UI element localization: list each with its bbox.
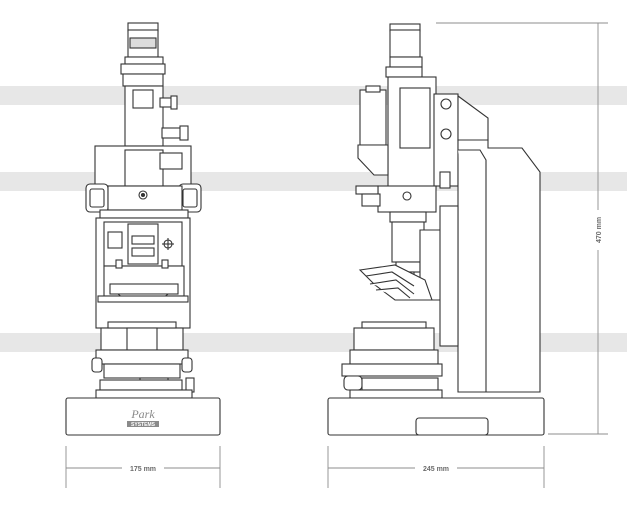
- height-label: 470 mm: [596, 217, 603, 243]
- side-width-label: 245 mm: [423, 466, 449, 473]
- height-label-bg: [592, 210, 604, 250]
- side-width-label-bg: [415, 462, 457, 474]
- dimension-labels: 175 mm 245 mm 470 mm: [122, 210, 604, 474]
- logo-sub: SYSTEMS: [131, 422, 156, 428]
- front-view: [65, 22, 221, 436]
- logo-sub-box: [127, 421, 159, 427]
- brand-logo: Park SYSTEMS: [127, 407, 159, 428]
- front-width-label: 175 mm: [130, 466, 156, 473]
- band-top: [0, 86, 627, 105]
- front-width-label-bg: [122, 462, 164, 474]
- side-view: [327, 23, 545, 436]
- logo-brand: Park: [130, 407, 155, 421]
